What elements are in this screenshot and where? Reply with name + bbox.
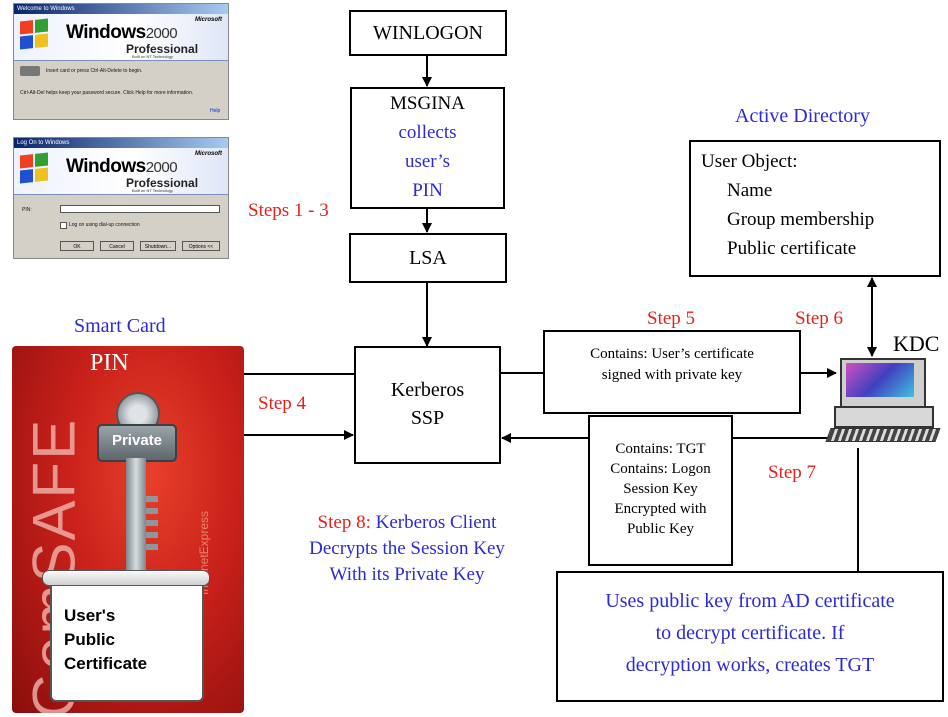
msgina-line-2: user’s	[404, 151, 451, 172]
step7-line-2: Contains: Logon	[610, 461, 711, 477]
key-teeth	[146, 496, 158, 556]
product-name-2: Windows	[66, 156, 146, 177]
step5-line-1: Contains: User’s certificate	[590, 346, 754, 362]
winlogon-box: WINLOGON	[349, 10, 507, 56]
insert-card-prompt: Insert card or press Ctrl-Alt-Delete to …	[46, 68, 143, 74]
card-pin-label: PIN	[90, 350, 129, 376]
step-4-label: Step 4	[258, 393, 307, 414]
step5-line-2: signed with private key	[601, 367, 743, 383]
uses-line-1: Uses public key from AD certificate	[605, 590, 895, 612]
windows-welcome-dialog: Welcome to Windows Windows2000 Professio…	[13, 3, 229, 120]
step-8-line-2: Decrypts the Session Key	[309, 538, 505, 559]
key-head	[97, 424, 177, 462]
windows-banner-2: Windows2000 Professional Built on NT Tec…	[14, 148, 228, 195]
user-object-group: Group membership	[727, 209, 875, 230]
user-object-title: User Object:	[701, 151, 798, 172]
smart-card-label: Smart Card	[74, 315, 166, 337]
step7-line-5: Public Key	[626, 521, 695, 537]
options-button[interactable]: Options <<	[182, 241, 220, 251]
step-8-line-3: With its Private Key	[329, 564, 485, 585]
key-private-label: Private	[111, 432, 163, 449]
certificate-scroll	[50, 576, 204, 702]
shutdown-button[interactable]: Shutdown...	[140, 241, 176, 251]
cert-line-2: Public	[64, 630, 116, 649]
step-6-label: Step 6	[795, 308, 844, 329]
msgina-line-1: collects	[398, 122, 457, 143]
dialog-titlebar-2: Log On to Windows	[14, 138, 228, 148]
product-tech-2: Built on NT Technology	[132, 188, 173, 193]
product-name: Windows	[66, 22, 146, 43]
step7-line-3: Session Key	[623, 481, 698, 497]
uses-line-2: to decrypt certificate. If	[655, 622, 845, 644]
step5-box: Contains: User’s certificate signed with…	[543, 330, 801, 414]
lsa-box: LSA	[349, 233, 507, 283]
dialup-checkbox[interactable]	[60, 222, 67, 229]
lsa-label: LSA	[409, 247, 447, 269]
step-5-label: Step 5	[647, 308, 696, 329]
vendor-logo-2: Microsoft	[195, 151, 222, 157]
step7-box: Contains: TGT Contains: Logon Session Ke…	[588, 415, 733, 566]
kerberos-line-1: Kerberos	[390, 379, 465, 401]
cancel-button[interactable]: Cancel	[100, 241, 134, 251]
cert-line-3: Certificate	[64, 654, 148, 673]
kdc-computer-icon	[825, 358, 941, 444]
help-link[interactable]: Help	[210, 108, 221, 114]
step-7-label: Step 7	[768, 462, 817, 483]
vendor-logo: Microsoft	[195, 17, 222, 23]
kerberos-box: Kerberos SSP	[354, 346, 501, 464]
steps-1-3-label: Steps 1 - 3	[248, 200, 329, 221]
user-object-name: Name	[727, 180, 773, 201]
active-directory-label: Active Directory	[735, 105, 870, 127]
cert-line-1: User's	[64, 606, 116, 625]
product-tech: Built on NT Technology	[132, 54, 173, 59]
windows-logon-dialog: Log On to Windows Windows2000 Profession…	[13, 137, 229, 259]
product-edition: Professional	[126, 42, 199, 56]
help-text: Ctrl-Alt-Del helps keep your password se…	[20, 90, 194, 96]
msgina-title: MSGINA	[390, 93, 465, 114]
step-8-prefix: Step 8:	[317, 512, 376, 533]
dialup-checkbox-label: Log on using dial-up connection	[69, 222, 140, 228]
product-edition-2: Professional	[126, 176, 199, 190]
dialog-titlebar: Welcome to Windows	[14, 4, 228, 14]
step7-line-4: Encrypted with	[614, 501, 707, 517]
kerberos-line-2: SSP	[410, 407, 445, 429]
smart-card-image: GemSAFE IntranetExpress PIN Private User…	[12, 346, 244, 713]
pin-input[interactable]	[60, 205, 220, 213]
msgina-line-3: PIN	[412, 180, 443, 201]
certificate-text: User's Public Certificate	[64, 604, 147, 676]
product-year-2: 2000	[145, 159, 178, 176]
windows-banner: Windows2000 Professional Built on NT Tec…	[14, 14, 228, 61]
pin-field-label: PIN:	[22, 207, 32, 213]
user-object-cert: Public certificate	[727, 238, 857, 259]
step-8-label: Step 8: Kerberos Client Decrypts the Ses…	[282, 510, 532, 588]
product-year: 2000	[145, 25, 178, 42]
uses-line-3: decryption works, creates TGT	[625, 654, 875, 676]
user-object-box: User Object: Name Group membership Publi…	[689, 140, 941, 277]
winlogon-label: WINLOGON	[373, 22, 483, 44]
ok-button[interactable]: OK	[60, 241, 94, 251]
card-reader-icon	[20, 66, 40, 76]
step-8-line-1: Kerberos Client	[375, 512, 497, 533]
key-shaft	[126, 458, 146, 578]
scroll-roll	[42, 570, 210, 586]
step7-line-1: Contains: TGT	[615, 441, 706, 457]
uses-public-key-box: Uses public key from AD certificate to d…	[556, 571, 944, 702]
kdc-label: KDC	[893, 331, 940, 356]
msgina-box: MSGINA collects user’s PIN	[350, 87, 505, 209]
